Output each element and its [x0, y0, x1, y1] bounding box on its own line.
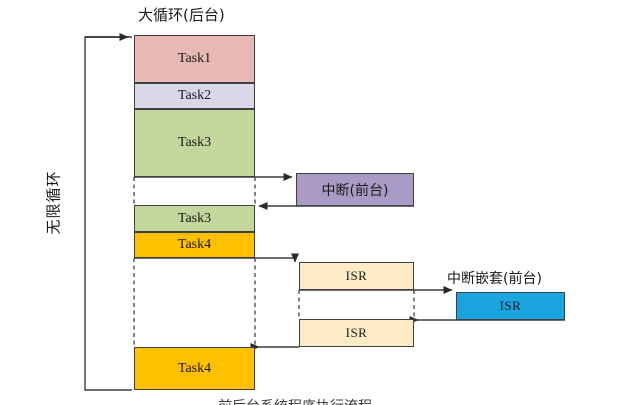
background-loop-title: 大循环(后台) [138, 6, 225, 24]
nested-interrupt-title: 中断嵌套(前台) [447, 271, 542, 287]
flow-arrows [134, 173, 565, 351]
infinite-loop-bracket [84, 33, 132, 391]
figure-caption: 前后台系统程序执行流程 [218, 396, 372, 405]
dashed-guides [133, 177, 415, 347]
arrow-to-isr1 [134, 253, 299, 263]
infinite-loop-label: 无限循环 [44, 170, 63, 235]
